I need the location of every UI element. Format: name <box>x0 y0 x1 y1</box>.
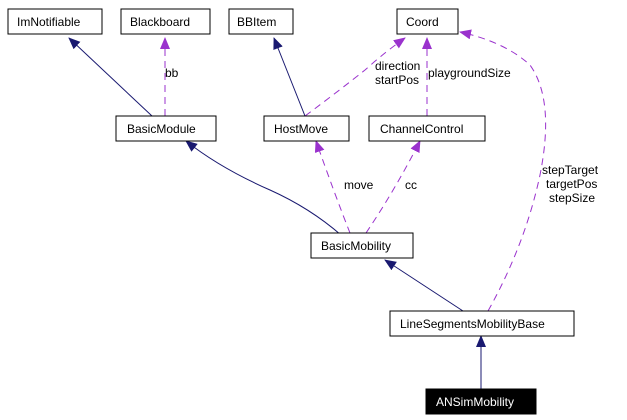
node-basicmobility[interactable]: BasicMobility <box>310 232 414 259</box>
edge-label-cc: cc <box>405 178 417 192</box>
edge-label-playgroundsize: playgroundSize <box>428 66 511 80</box>
node-bbitem-label: BBItem <box>237 15 276 29</box>
edge-labels: bb direction startPos playgroundSize mov… <box>165 59 599 205</box>
node-imnotifiable-label: ImNotifiable <box>17 15 81 29</box>
node-ansim[interactable]: ANSimMobility <box>425 388 537 415</box>
node-hostmove-label: HostMove <box>274 122 328 136</box>
node-coord[interactable]: Coord <box>396 8 459 35</box>
node-linesegments[interactable]: LineSegmentsMobilityBase <box>389 310 575 337</box>
node-bbitem[interactable]: BBItem <box>228 8 294 35</box>
edge-label-startpos: startPos <box>375 73 419 87</box>
edge-linesegments-coord <box>459 29 547 312</box>
node-blackboard[interactable]: Blackboard <box>120 8 211 35</box>
edge-hostmove-coord <box>304 37 406 117</box>
node-basicmodule[interactable]: BasicModule <box>115 115 217 142</box>
edge-label-move: move <box>344 178 374 192</box>
node-linesegments-label: LineSegmentsMobilityBase <box>400 317 545 331</box>
edge-basicmobility-basicmodule <box>185 140 342 236</box>
node-basicmodule-label: BasicModule <box>127 122 196 136</box>
node-channelcontrol[interactable]: ChannelControl <box>368 115 486 142</box>
node-hostmove[interactable]: HostMove <box>263 115 350 142</box>
node-channelcontrol-label: ChannelControl <box>380 122 463 136</box>
inheritance-edges <box>68 37 486 389</box>
edge-basicmodule-imnotifiable <box>68 37 153 117</box>
usage-edges <box>160 29 547 312</box>
edge-basicmobility-hostmove <box>314 140 351 234</box>
node-basicmobility-label: BasicMobility <box>321 239 391 253</box>
node-coord-label: Coord <box>406 15 439 29</box>
edge-label-bb: bb <box>165 66 179 80</box>
edge-basicmobility-channelcontrol <box>365 140 421 234</box>
edge-hostmove-bbitem <box>273 37 306 117</box>
node-imnotifiable[interactable]: ImNotifiable <box>7 8 103 35</box>
node-blackboard-label: Blackboard <box>130 15 190 29</box>
node-ansim-label: ANSimMobility <box>436 395 514 409</box>
edge-label-stepsize: stepSize <box>549 191 595 205</box>
edge-label-direction: direction <box>375 59 420 73</box>
edge-label-targetpos: targetPos <box>546 177 597 191</box>
edge-label-steptarget: stepTarget <box>542 163 599 177</box>
edge-linesegments-basicmobility <box>384 259 464 312</box>
